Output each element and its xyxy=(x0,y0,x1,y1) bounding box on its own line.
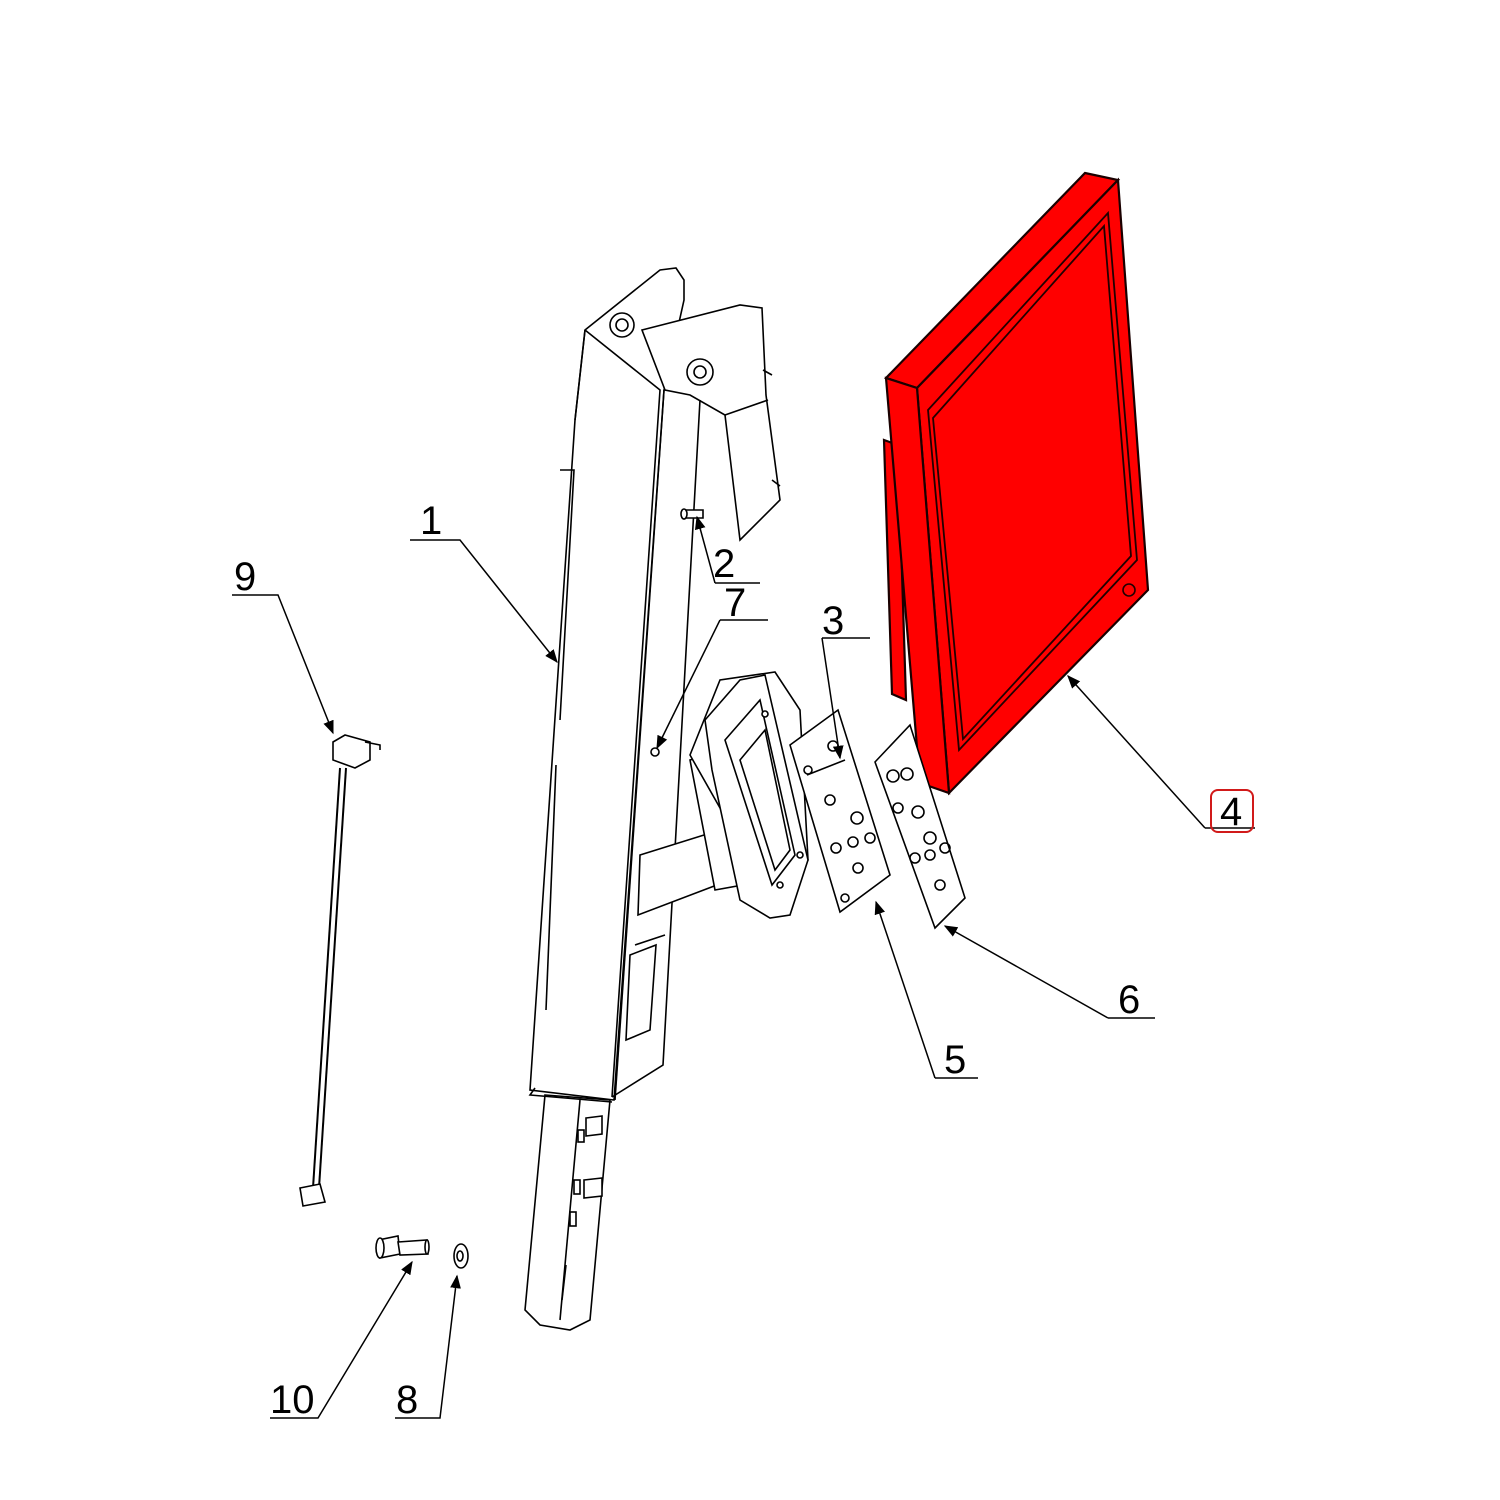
callout-8[interactable]: 8 xyxy=(396,1378,418,1422)
callout-4-highlight-box xyxy=(1210,789,1254,833)
callout-4[interactable]: 4 xyxy=(1220,790,1242,834)
callout-10[interactable]: 10 xyxy=(270,1378,315,1422)
part-9-cable[interactable] xyxy=(299,734,381,1207)
callout-9[interactable]: 9 xyxy=(234,555,256,599)
part-4-monitor[interactable] xyxy=(882,171,1150,796)
callout-6[interactable]: 6 xyxy=(1118,978,1140,1022)
part-6-spacer-plate[interactable] xyxy=(874,723,966,930)
leader-lines xyxy=(232,515,1255,1419)
part-8-washer[interactable] xyxy=(453,1243,469,1269)
callout-7[interactable]: 7 xyxy=(724,581,746,625)
part-1-arm-column[interactable] xyxy=(524,267,809,1331)
callout-1[interactable]: 1 xyxy=(420,499,442,543)
callout-5[interactable]: 5 xyxy=(944,1038,966,1082)
callout-3[interactable]: 3 xyxy=(822,599,844,643)
callout-2[interactable]: 2 xyxy=(713,542,735,586)
callout-labels: 1 2 3 4 5 6 7 8 9 10 xyxy=(234,499,1242,1422)
part-10-bolt[interactable] xyxy=(375,1235,430,1259)
